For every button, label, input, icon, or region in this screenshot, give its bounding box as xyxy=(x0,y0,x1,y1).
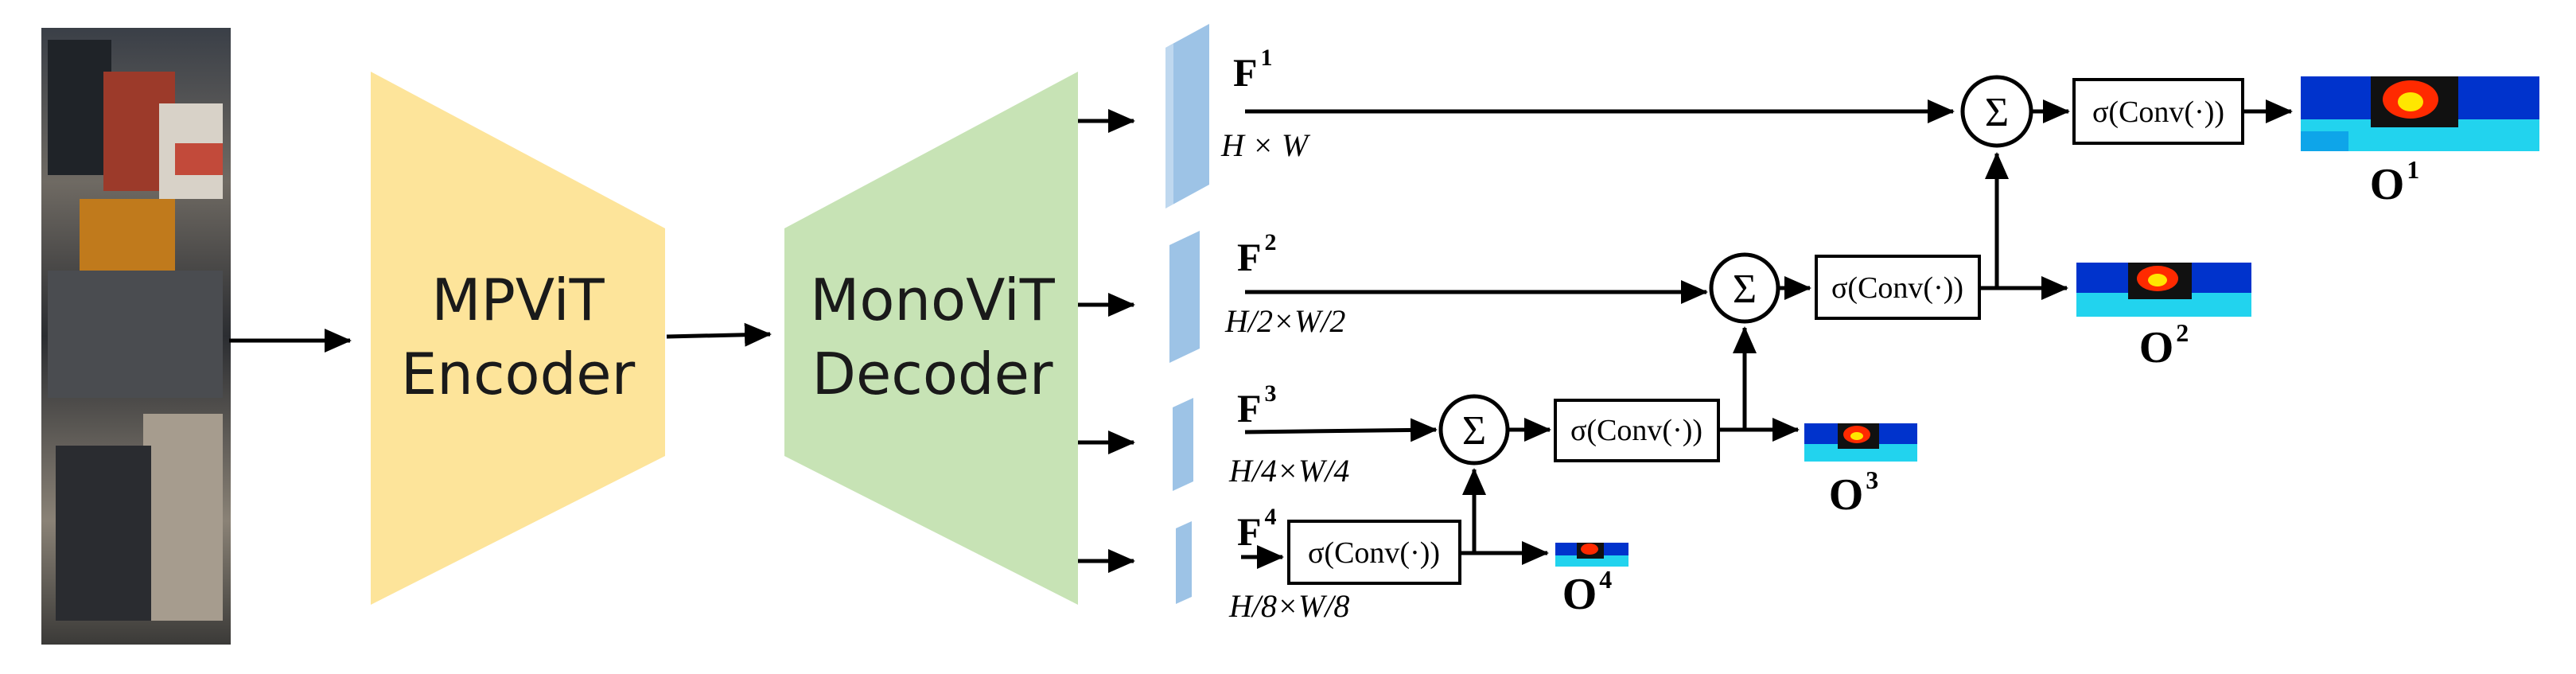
decoder-label-line1: MonoViT xyxy=(810,267,1056,333)
output-label-2: O2 xyxy=(2139,318,2189,372)
output-label-3: O3 xyxy=(1829,466,1879,520)
decoder-block: MonoViT Decoder xyxy=(784,72,1078,605)
feature-map-1 xyxy=(1165,24,1209,208)
conv-block-2: σ(Conv(·)) xyxy=(1815,255,1981,320)
conv-block-4: σ(Conv(·)) xyxy=(1287,520,1461,585)
svg-text:Σ: Σ xyxy=(1985,90,2009,135)
feature-resolution-4: H/8×W/8 xyxy=(1228,588,1349,624)
decoder-label-line2: Decoder xyxy=(812,341,1053,407)
arrow-encoder-to-decoder xyxy=(666,322,772,347)
arrow-f3-to-sum3 xyxy=(1244,418,1438,442)
feature-resolution-1: H × W xyxy=(1220,127,1311,163)
svg-text:Σ: Σ xyxy=(1733,267,1757,312)
encoder-block: MPViT Encoder xyxy=(371,72,665,605)
output-depth-map-3 xyxy=(1804,423,1917,462)
output-depth-map-2 xyxy=(2076,263,2251,317)
feature-map-3 xyxy=(1173,398,1193,491)
encoder-label-line2: Encoder xyxy=(401,341,636,407)
svg-text:Σ: Σ xyxy=(1462,408,1486,454)
encoder-label-line1: MPViT xyxy=(431,267,605,333)
sum-node-2: Σ xyxy=(1709,252,1780,324)
svg-text:σ(Conv(·)): σ(Conv(·)) xyxy=(2092,95,2224,129)
feature-map-2 xyxy=(1169,231,1200,363)
feature-map-4 xyxy=(1176,521,1192,604)
svg-text:σ(Conv(·)): σ(Conv(·)) xyxy=(1308,536,1440,570)
output-depth-map-1 xyxy=(2301,76,2539,151)
feature-resolution-2: H/2×W/2 xyxy=(1224,303,1345,339)
svg-text:σ(Conv(·)): σ(Conv(·)) xyxy=(1831,271,1963,305)
feature-resolution-3: H/4×W/4 xyxy=(1228,453,1349,489)
conv-block-3: σ(Conv(·)) xyxy=(1554,399,1720,462)
sum-node-3: Σ xyxy=(1438,394,1510,466)
conv-block-1: σ(Conv(·)) xyxy=(2072,78,2244,145)
output-label-1: O1 xyxy=(2370,155,2420,209)
sum-node-1: Σ xyxy=(1960,75,2033,148)
svg-text:σ(Conv(·)): σ(Conv(·)) xyxy=(1570,414,1702,447)
output-depth-map-4 xyxy=(1555,543,1628,567)
output-label-4: O4 xyxy=(1562,565,1613,619)
input-image xyxy=(41,28,231,645)
